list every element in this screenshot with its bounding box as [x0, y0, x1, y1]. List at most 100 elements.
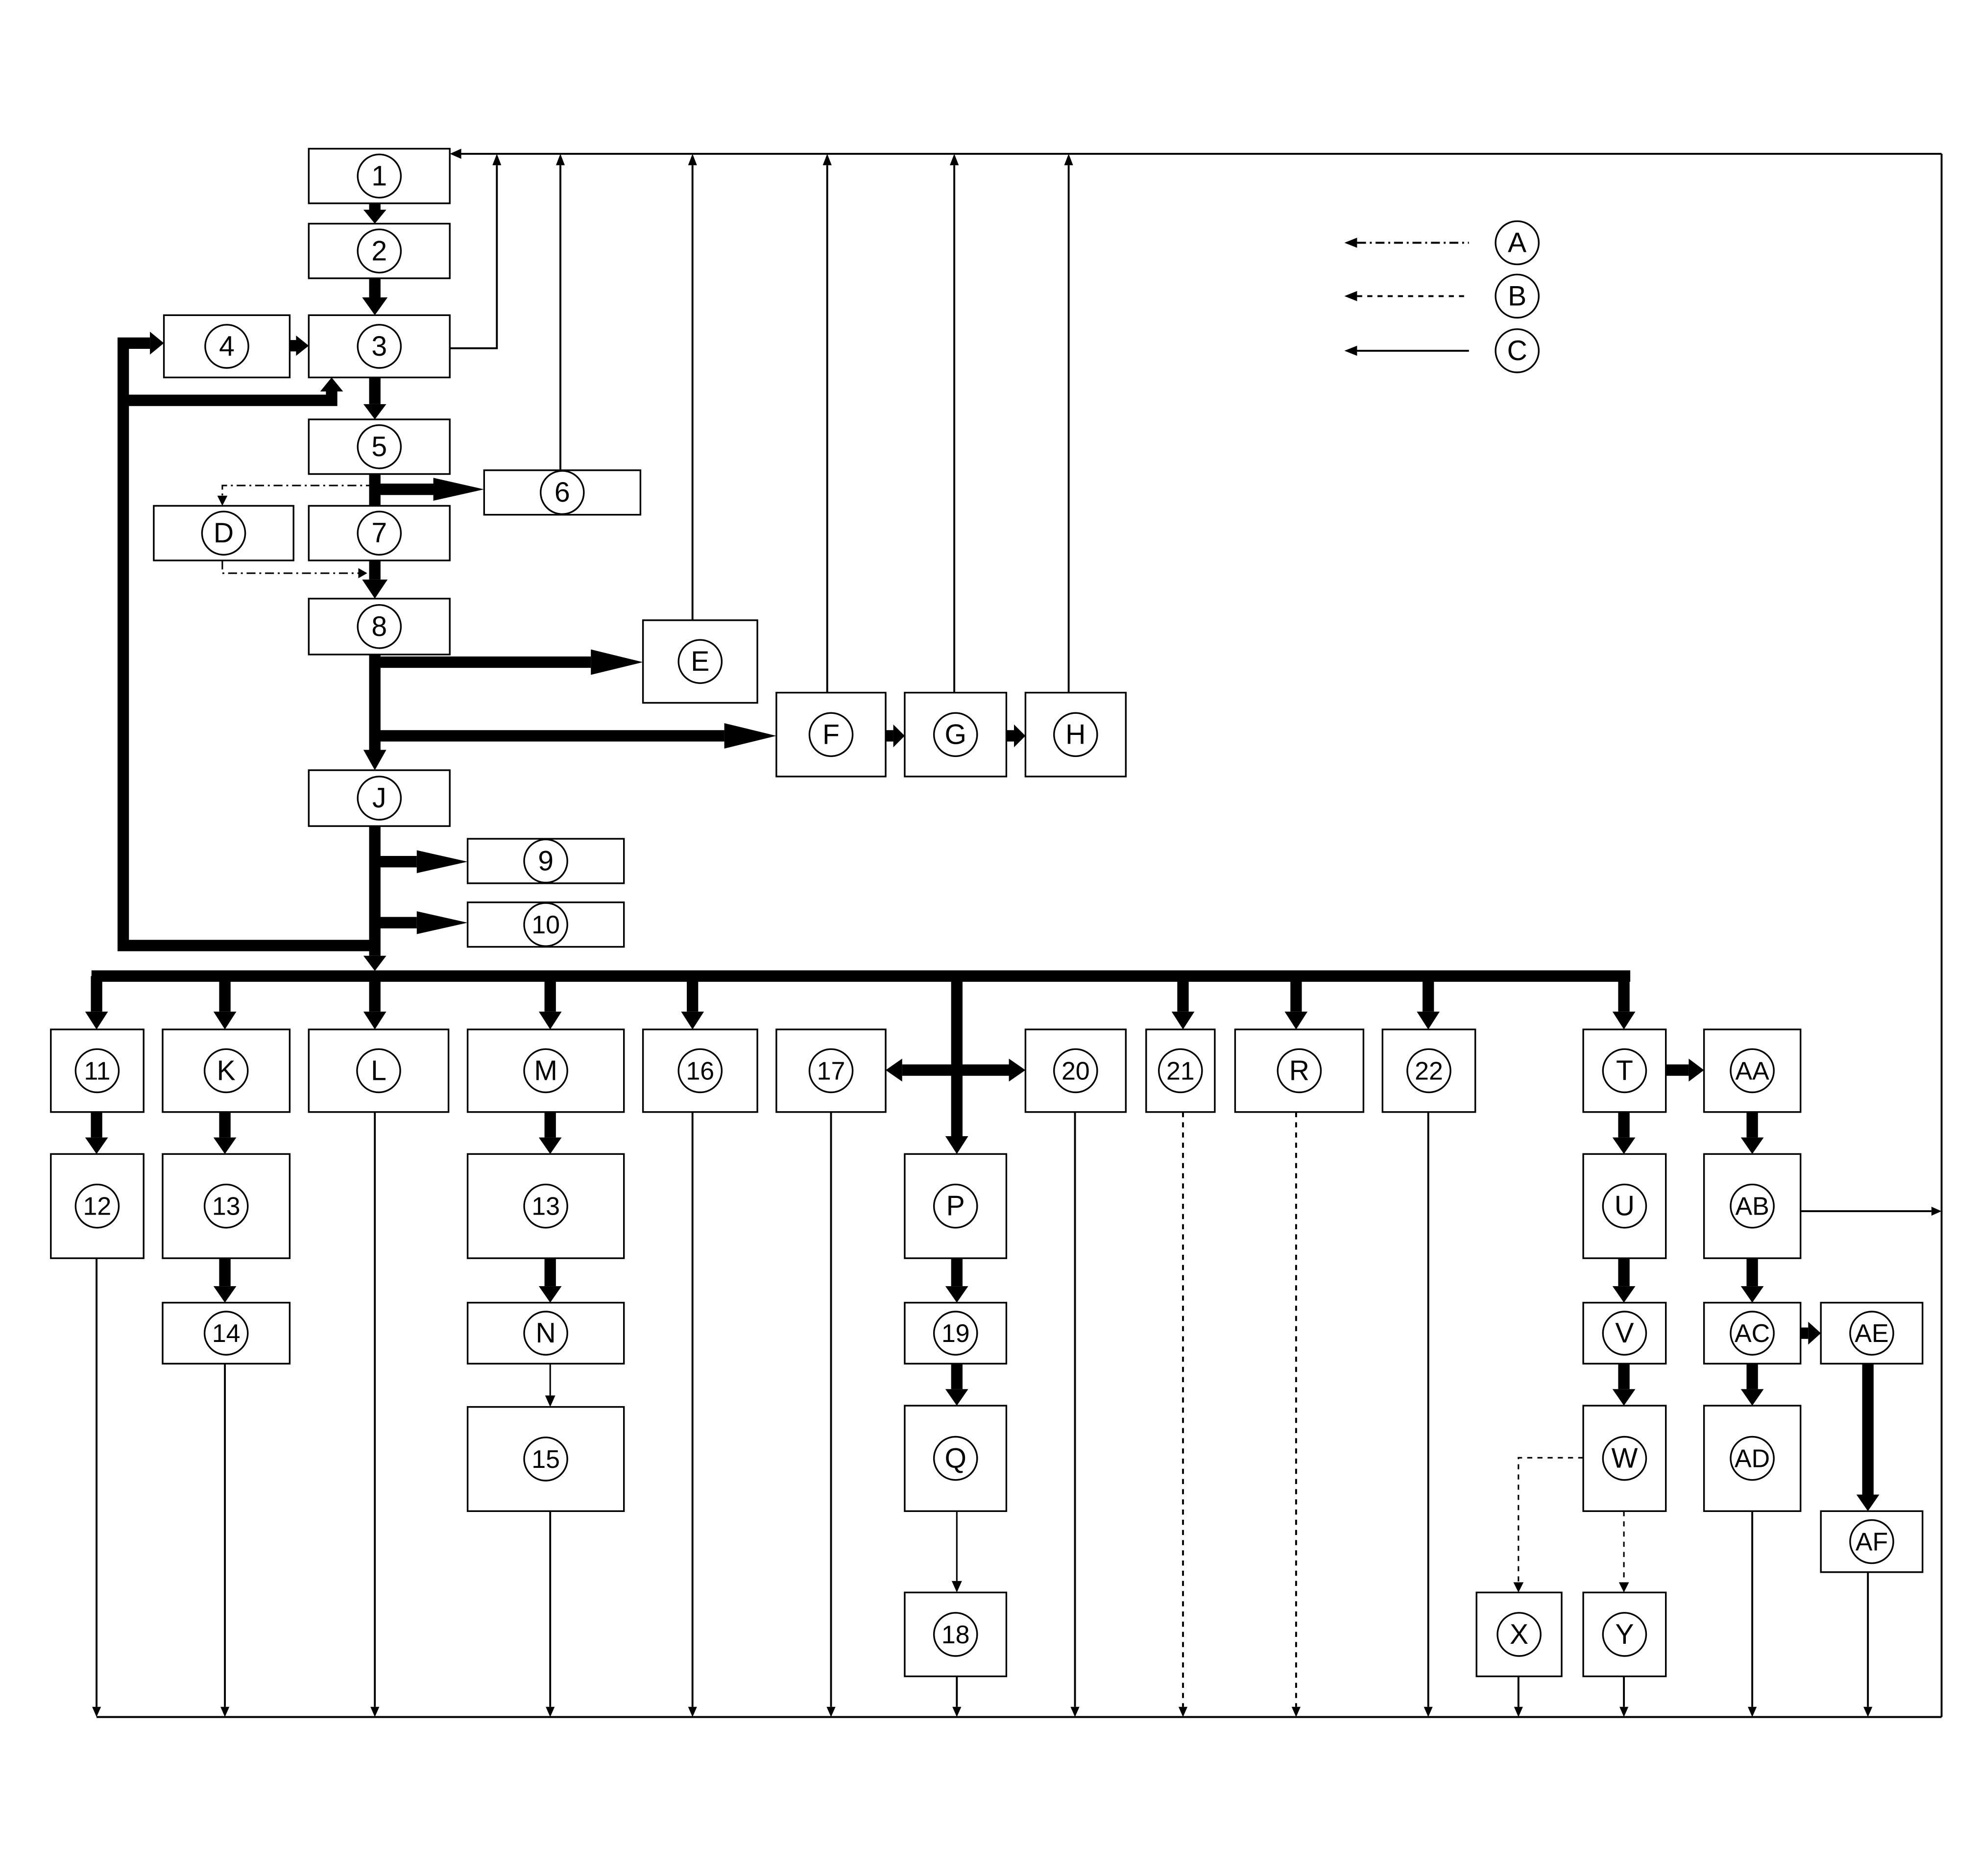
arrowhead	[724, 723, 776, 749]
node-label: 2	[371, 235, 387, 267]
node-label: AE	[1855, 1319, 1888, 1347]
arrowhead	[1513, 1582, 1524, 1593]
arrowhead	[362, 579, 388, 599]
node-label: R	[1289, 1055, 1309, 1086]
node-circle	[1053, 712, 1098, 757]
node-circle	[1053, 1048, 1098, 1094]
node-nW: W	[1582, 1405, 1667, 1512]
arrowhead	[213, 1137, 237, 1154]
arrowhead	[1612, 1011, 1636, 1030]
legend-circle	[1495, 220, 1540, 266]
arrowhead	[492, 153, 502, 166]
arrowhead	[363, 210, 386, 224]
node-circle	[356, 1048, 401, 1094]
arrowhead	[1689, 1058, 1704, 1082]
node-n17: 17	[775, 1028, 887, 1113]
arrowhead	[1740, 1389, 1764, 1406]
node-circle	[1730, 1048, 1775, 1094]
arrowhead	[546, 1706, 555, 1717]
arrowhead	[1064, 153, 1073, 166]
node-label: U	[1615, 1191, 1635, 1222]
node-label: 14	[212, 1319, 241, 1347]
node-circle	[357, 511, 402, 556]
arrowhead	[893, 724, 905, 748]
arrowhead	[1618, 1582, 1629, 1593]
node-circle	[1158, 1048, 1203, 1094]
legend-item-b: B	[1344, 273, 1540, 319]
arrowhead	[1178, 1706, 1188, 1717]
node-label: 9	[538, 845, 554, 877]
node-label: AB	[1735, 1192, 1769, 1220]
arrowhead	[1863, 1706, 1873, 1717]
node-label: Y	[1615, 1619, 1634, 1650]
arrowhead	[370, 1706, 380, 1717]
node-label: W	[1611, 1443, 1638, 1474]
arrowhead	[363, 750, 386, 770]
node-circle	[1277, 1048, 1322, 1094]
node-nAC: AC	[1703, 1302, 1802, 1365]
legend-arrowhead	[1344, 345, 1357, 356]
node-circle	[357, 228, 402, 274]
arrowhead	[826, 1706, 836, 1717]
legend-circle	[1495, 273, 1540, 319]
arrowhead	[538, 1011, 562, 1030]
node-label: 20	[1062, 1056, 1090, 1085]
node-circle	[1849, 1311, 1894, 1356]
node-nP: P	[904, 1153, 1008, 1259]
node-label: 5	[371, 431, 387, 463]
arrowhead	[1070, 1706, 1080, 1717]
arrowhead	[945, 1286, 968, 1303]
node-label: 4	[219, 331, 235, 362]
node-label: AC	[1735, 1319, 1770, 1347]
node-n18: 18	[904, 1591, 1008, 1678]
node-label: M	[534, 1055, 557, 1086]
arrowhead	[545, 1395, 555, 1407]
arrowhead	[945, 1136, 968, 1154]
node-circle	[1602, 1436, 1647, 1481]
node-label: 6	[555, 477, 570, 508]
return-arrowhead	[450, 148, 461, 159]
arrowhead	[555, 153, 565, 166]
legend-item-a: A	[1344, 220, 1540, 266]
node-label: N	[535, 1317, 555, 1349]
node-circle	[1602, 1612, 1647, 1657]
node-circle	[203, 1048, 249, 1094]
arrowhead	[1014, 724, 1026, 748]
node-label: 13	[212, 1192, 241, 1220]
node-nX: X	[1475, 1591, 1563, 1678]
node-nG: G	[904, 691, 1008, 778]
node-label: AD	[1735, 1444, 1770, 1473]
node-nAB: AB	[1703, 1153, 1802, 1259]
node-circle	[204, 324, 249, 369]
node-nL: L	[308, 1028, 450, 1113]
node-label: 19	[941, 1319, 970, 1347]
node-nM: M	[466, 1028, 625, 1113]
arrowhead	[358, 568, 367, 579]
arrowhead	[363, 1011, 386, 1030]
connector-lines	[85, 148, 1943, 1718]
arrowhead	[822, 153, 832, 166]
arrowhead	[950, 153, 959, 166]
node-label: 16	[686, 1056, 714, 1085]
node-n12: 12	[50, 1153, 145, 1259]
node-circle	[357, 424, 402, 469]
node-n11: 11	[50, 1028, 145, 1113]
node-nAD: AD	[1703, 1405, 1802, 1512]
node-n19: 19	[904, 1302, 1008, 1365]
node-circle	[933, 1612, 978, 1657]
arrowhead	[416, 850, 468, 874]
arrowhead	[1931, 1207, 1942, 1216]
node-n9: 9	[466, 838, 625, 884]
node-circle	[203, 1311, 249, 1356]
node-n13a: 13	[162, 1153, 291, 1259]
arrowhead	[296, 335, 309, 356]
arrowhead	[1417, 1011, 1440, 1030]
node-circle	[540, 470, 585, 515]
arrowhead	[320, 377, 343, 391]
node-nE: E	[642, 619, 758, 704]
node-label: 1	[371, 160, 387, 192]
node-circle	[523, 838, 568, 884]
node-n4: 4	[163, 314, 291, 379]
arrowhead	[85, 1137, 108, 1154]
legend-label: C	[1507, 335, 1527, 366]
